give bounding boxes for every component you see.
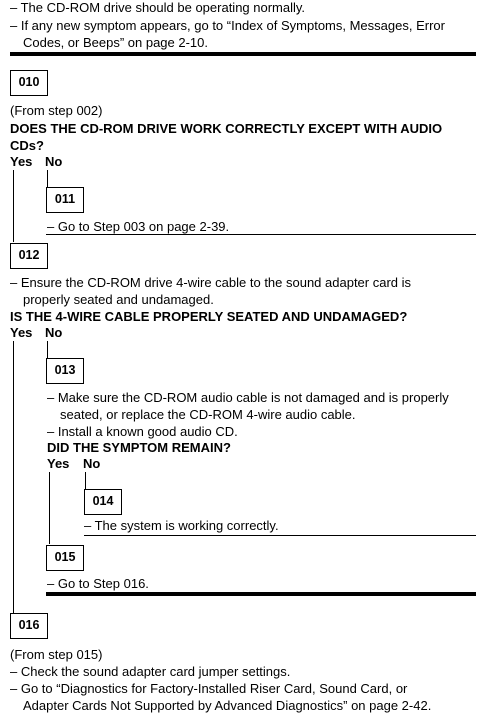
instruction-line: seated, or replace the CD-ROM 4-wire aud…: [60, 407, 356, 422]
instruction-line: properly seated and undamaged.: [23, 292, 214, 307]
yes-branch-line: [49, 472, 50, 544]
yes-branch-line: [13, 170, 14, 242]
no-label: No: [45, 154, 63, 169]
section-divider: [84, 535, 476, 536]
instruction-line: Adapter Cards Not Supported by Advanced …: [23, 698, 432, 713]
step-011-box: 011: [46, 187, 84, 213]
question-text: IS THE 4-WIRE CABLE PROPERLY SEATED AND …: [10, 309, 408, 324]
instruction-line: – Check the sound adapter card jumper se…: [10, 664, 291, 679]
no-branch-line: [85, 472, 86, 489]
step-010-box: 010: [10, 70, 48, 96]
instruction-line: – Make sure the CD-ROM audio cable is no…: [47, 390, 449, 405]
step-016-box: 016: [10, 613, 48, 639]
step-015-box: 015: [46, 545, 84, 571]
question-text: CDs?: [10, 138, 44, 153]
instruction-line: – The CD-ROM drive should be operating n…: [10, 0, 306, 15]
instruction-line: – Ensure the CD-ROM drive 4-wire cable t…: [10, 275, 412, 290]
no-label: No: [45, 325, 63, 340]
instruction-line: – The system is working correctly.: [84, 518, 279, 533]
instruction-line: – If any new symptom appears, go to “Ind…: [10, 18, 445, 33]
no-branch-line: [47, 341, 48, 358]
question-text: DOES THE CD-ROM DRIVE WORK CORRECTLY EXC…: [10, 121, 443, 136]
from-step-note: (From step 002): [10, 103, 103, 118]
yes-label: Yes: [10, 325, 33, 340]
yes-label: Yes: [10, 154, 33, 169]
section-divider: [46, 234, 476, 235]
section-divider: [10, 52, 476, 56]
instruction-line: – Install a known good audio CD.: [47, 424, 238, 439]
no-branch-line: [47, 170, 48, 187]
step-013-box: 013: [46, 358, 84, 384]
step-012-box: 012: [10, 243, 48, 269]
instruction-line: Codes, or Beeps” on page 2-10.: [23, 35, 209, 50]
yes-label: Yes: [47, 456, 70, 471]
step-014-box: 014: [84, 489, 122, 515]
yes-branch-line: [13, 341, 14, 613]
no-label: No: [83, 456, 101, 471]
instruction-line: – Go to Step 003 on page 2-39.: [47, 219, 230, 234]
instruction-line: – Go to Step 016.: [47, 576, 149, 591]
question-text: DID THE SYMPTOM REMAIN?: [47, 440, 231, 455]
from-step-note: (From step 015): [10, 647, 103, 662]
instruction-line: – Go to “Diagnostics for Factory-Install…: [10, 681, 408, 696]
section-divider: [46, 592, 476, 596]
